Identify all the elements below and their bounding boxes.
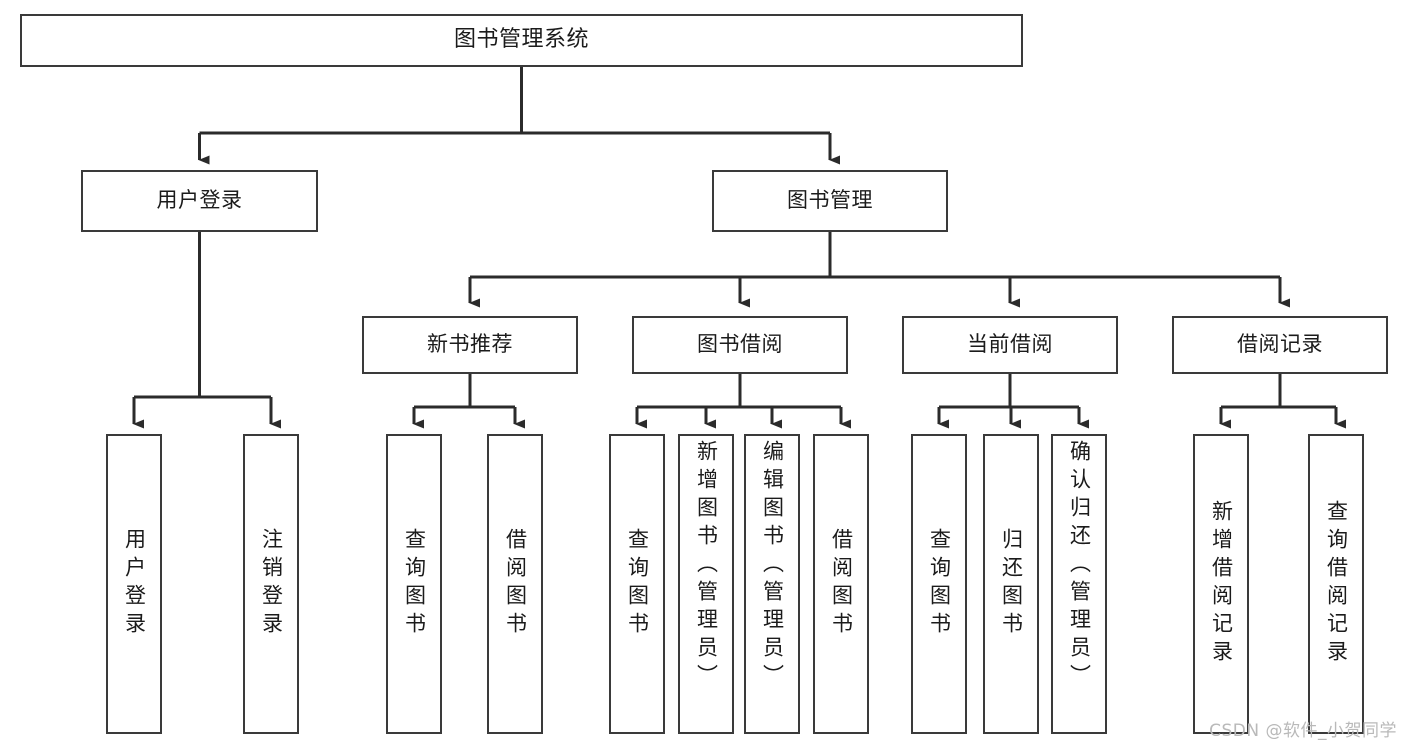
node-label: 当前借阅 bbox=[967, 332, 1053, 357]
leaf-label: 借阅图书 bbox=[829, 528, 854, 640]
leaf-add-borrow-record[interactable]: 新增借阅记录 bbox=[1193, 434, 1249, 734]
leaf-label: 查询图书 bbox=[625, 528, 650, 640]
leaf-query-book-1[interactable]: 查询图书 bbox=[386, 434, 442, 734]
node-label: 借阅记录 bbox=[1237, 332, 1323, 357]
node-label: 新书推荐 bbox=[427, 332, 513, 357]
node-current-borrow[interactable]: 当前借阅 bbox=[902, 316, 1118, 374]
node-borrow-record[interactable]: 借阅记录 bbox=[1172, 316, 1388, 374]
node-book-borrow[interactable]: 图书借阅 bbox=[632, 316, 848, 374]
node-root-book-management-system[interactable]: 图书管理系统 bbox=[20, 14, 1023, 67]
leaf-query-borrow-record[interactable]: 查询借阅记录 bbox=[1308, 434, 1364, 734]
leaf-borrow-book-1[interactable]: 借阅图书 bbox=[487, 434, 543, 734]
leaf-logout[interactable]: 注销登录 bbox=[243, 434, 299, 734]
leaf-add-book-admin[interactable]: 新增图书（管理员） bbox=[678, 434, 734, 734]
leaf-label: 新增借阅记录 bbox=[1209, 500, 1234, 668]
leaf-borrow-book-2[interactable]: 借阅图书 bbox=[813, 434, 869, 734]
leaf-label: 用户登录 bbox=[122, 528, 147, 640]
node-label: 图书管理系统 bbox=[453, 27, 589, 53]
node-new-book-recommend[interactable]: 新书推荐 bbox=[362, 316, 578, 374]
leaf-query-book-3[interactable]: 查询图书 bbox=[911, 434, 967, 734]
leaf-return-book[interactable]: 归还图书 bbox=[983, 434, 1039, 734]
leaf-query-book-2[interactable]: 查询图书 bbox=[609, 434, 665, 734]
node-user-login[interactable]: 用户登录 bbox=[81, 170, 318, 232]
leaf-confirm-return-admin[interactable]: 确认归还（管理员） bbox=[1051, 434, 1107, 734]
leaf-user-login[interactable]: 用户登录 bbox=[106, 434, 162, 734]
leaf-label: 确认归还（管理员） bbox=[1067, 440, 1092, 692]
leaf-label: 编辑图书（管理员） bbox=[760, 440, 785, 692]
node-label: 图书借阅 bbox=[697, 332, 783, 357]
leaf-edit-book-admin[interactable]: 编辑图书（管理员） bbox=[744, 434, 800, 734]
node-label: 用户登录 bbox=[156, 188, 243, 213]
leaf-label: 归还图书 bbox=[999, 528, 1024, 640]
node-book-management[interactable]: 图书管理 bbox=[712, 170, 948, 232]
leaf-label: 借阅图书 bbox=[503, 528, 528, 640]
node-label: 图书管理 bbox=[787, 188, 873, 213]
leaf-label: 查询图书 bbox=[402, 528, 427, 640]
leaf-label: 注销登录 bbox=[259, 528, 284, 640]
leaf-label: 新增图书（管理员） bbox=[694, 440, 719, 692]
leaf-label: 查询图书 bbox=[927, 528, 952, 640]
leaf-label: 查询借阅记录 bbox=[1324, 500, 1349, 668]
